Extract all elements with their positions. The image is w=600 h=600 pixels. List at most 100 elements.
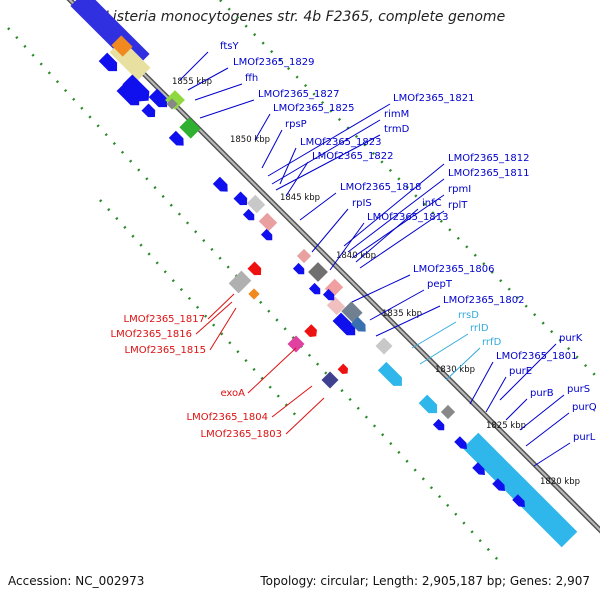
gene-label-pure[interactable]: purE [509, 366, 532, 377]
gene-label-rpmi[interactable]: rpmI [448, 184, 471, 195]
gene-label-purk[interactable]: purK [559, 333, 583, 344]
gene-mid-5[interactable] [292, 262, 307, 277]
gene-red-gray[interactable] [228, 270, 252, 294]
gene-lower-4-shape [492, 478, 505, 491]
leader-line [199, 99, 255, 119]
gene-label-lmof2365_1821[interactable]: LMOf2365_1821 [393, 93, 475, 104]
leader-line [247, 347, 297, 394]
gene-label-lmof2365_1801[interactable]: LMOf2365_1801 [496, 351, 578, 362]
gene-navy[interactable] [321, 371, 339, 389]
gene-ftsY[interactable] [111, 35, 133, 57]
gene-gray-dark-shape [308, 262, 328, 282]
gene-1817[interactable] [247, 261, 265, 279]
gene-label-lmof2365_1827[interactable]: LMOf2365_1827 [258, 89, 340, 100]
gene-mid-5-shape [292, 262, 305, 275]
gene-label-lmof2365_1817[interactable]: LMOf2365_1817 [124, 314, 206, 325]
gene-label-rimm[interactable]: rimM [384, 109, 409, 120]
leader-line [533, 442, 571, 467]
rna-label-rrld[interactable]: rrlD [470, 323, 489, 334]
gene-1827[interactable] [148, 88, 172, 112]
gene-label-purb[interactable]: purB [530, 388, 554, 399]
gene-gray-dark[interactable] [308, 262, 328, 282]
gene-label-lmof2365_1816[interactable]: LMOf2365_1816 [111, 329, 193, 340]
gene-label-lmof2365_1804[interactable]: LMOf2365_1804 [187, 412, 269, 423]
gene-label-lmof2365_1825[interactable]: LMOf2365_1825 [273, 103, 355, 114]
gene-label-rpsp[interactable]: rpsP [285, 119, 307, 130]
gene-mid-6[interactable] [308, 282, 323, 297]
gene-exoA[interactable] [337, 363, 351, 377]
gene-magenta[interactable] [287, 335, 305, 353]
gene-mid-2-shape [233, 191, 248, 206]
gene-label-ffh[interactable]: ffh [245, 73, 258, 84]
gene-1827-shape [148, 88, 168, 108]
gene-label-rplt[interactable]: rplT [448, 200, 468, 211]
kbp-tick-label: 1845 kbp [280, 193, 320, 203]
genome-summary-text: Topology: circular; Length: 2,905,187 bp… [260, 574, 590, 588]
gene-gray-2[interactable] [375, 337, 393, 355]
gene-green-2[interactable] [179, 117, 201, 139]
gene-label-purs[interactable]: purS [567, 384, 590, 395]
leader-line [209, 307, 237, 351]
gene-cyan-block[interactable] [462, 432, 578, 548]
gene-mid-1[interactable] [212, 176, 231, 195]
gene-lower-1[interactable] [432, 418, 447, 433]
gene-lower-2[interactable] [454, 436, 470, 452]
gene-label-purq[interactable]: purQ [572, 402, 597, 413]
gene-inner-1[interactable] [98, 52, 122, 76]
gene-label-lmof2365_1811[interactable]: LMOf2365_1811 [448, 168, 530, 179]
gene-pink-1[interactable] [258, 212, 278, 232]
gene-green-1[interactable] [165, 90, 185, 110]
gene-gray-3[interactable] [440, 404, 456, 420]
gene-label-trmd[interactable]: trmD [384, 124, 410, 135]
gene-label-lmof2365_1803[interactable]: LMOf2365_1803 [201, 429, 283, 440]
gene-rrsD[interactable] [377, 361, 406, 390]
gene-label-rpis[interactable]: rpIS [352, 198, 372, 209]
gene-label-lmof2365_1823[interactable]: LMOf2365_1823 [300, 137, 382, 148]
gene-pink-2[interactable] [296, 248, 312, 264]
genome-title: Listeria monocytogenes str. 4b F2365, co… [105, 9, 506, 25]
gene-label-lmof2365_1812[interactable]: LMOf2365_1812 [448, 153, 530, 164]
genome-backbone-highlight [68, 0, 600, 532]
rna-label-rrsd[interactable]: rrsD [458, 310, 479, 321]
gene-exoA-shape [337, 363, 349, 375]
gene-label-exoa[interactable]: exoA [220, 388, 245, 399]
gene-label-lmof2365_1829[interactable]: LMOf2365_1829 [233, 57, 315, 68]
gene-ffh[interactable] [122, 74, 153, 105]
gene-label-lmof2365_1813[interactable]: LMOf2365_1813 [367, 212, 449, 223]
gene-steel[interactable] [350, 316, 369, 335]
gene-label-lmof2365_1815[interactable]: LMOf2365_1815 [125, 345, 207, 356]
leader-line [285, 397, 325, 435]
gene-lower-3[interactable] [472, 462, 488, 478]
gene-red-gray-shape [228, 270, 252, 294]
gene-label-lmof2365_1806[interactable]: LMOf2365_1806 [413, 264, 495, 275]
gene-label-ftsy[interactable]: ftsY [220, 41, 239, 52]
gene-label-lmof2365_1818[interactable]: LMOf2365_1818 [340, 182, 422, 193]
gene-1815-orange[interactable] [248, 288, 260, 300]
leader-line [187, 67, 229, 91]
gc-dotted-line-mid [99, 199, 301, 421]
gene-label-infc[interactable]: infC [422, 198, 442, 209]
gene-inner-3[interactable] [141, 103, 159, 121]
gene-inner-2[interactable] [116, 82, 144, 110]
gene-lower-4[interactable] [492, 478, 508, 494]
gene-mid-2[interactable] [233, 191, 251, 209]
gene-mid-4[interactable] [260, 228, 275, 243]
gene-pink-4[interactable] [326, 296, 346, 316]
gene-rpsP[interactable] [168, 130, 187, 149]
gene-lower-5[interactable] [512, 494, 528, 510]
gene-label-pept[interactable]: pepT [427, 279, 453, 290]
gene-label-lmof2365_1822[interactable]: LMOf2365_1822 [312, 151, 394, 162]
gene-exoA-pre[interactable] [304, 324, 320, 340]
gene-slate[interactable] [341, 301, 363, 323]
gene-label-purl[interactable]: purL [573, 432, 596, 443]
gene-rrlD[interactable] [418, 394, 442, 418]
gene-magenta-shape [287, 335, 305, 353]
rna-label-rrfd[interactable]: rrfD [482, 337, 502, 348]
gene-exoA-pre-shape [304, 324, 317, 337]
gene-label-lmof2365_1802[interactable]: LMOf2365_1802 [443, 295, 525, 306]
gene-pepT[interactable] [332, 312, 360, 340]
gene-gray-1[interactable] [246, 194, 266, 214]
gene-ffh-shape [122, 74, 150, 102]
gene-rrlD-shape [418, 394, 438, 414]
